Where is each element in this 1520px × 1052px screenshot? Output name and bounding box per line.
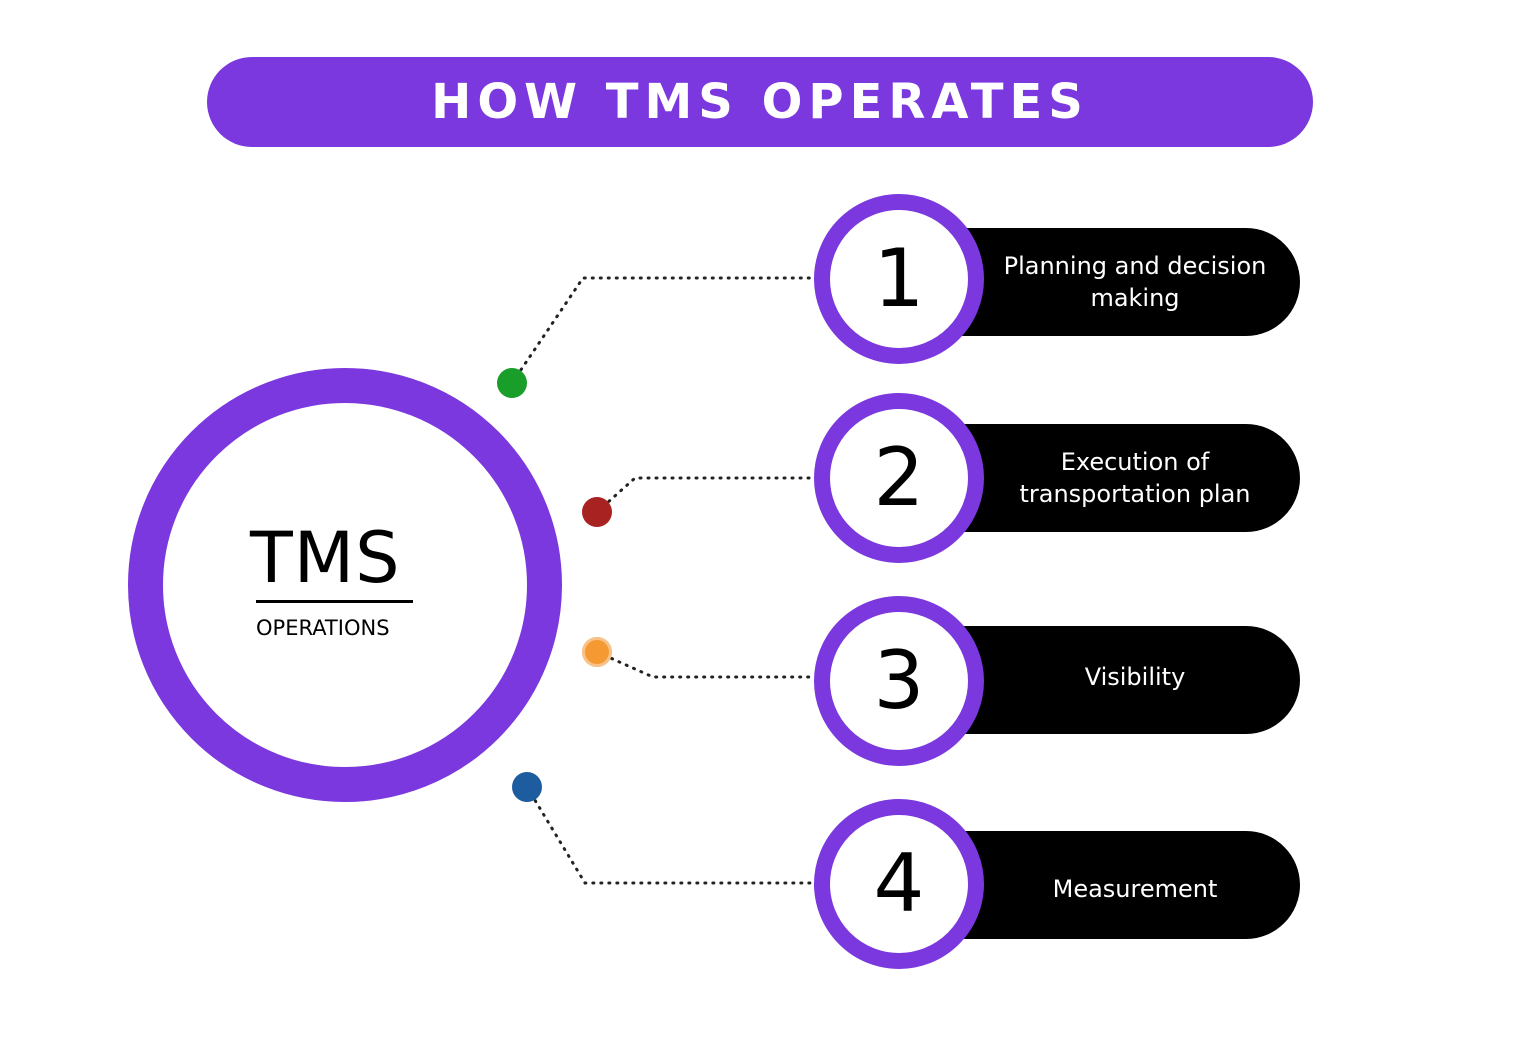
- hub-divider: [256, 600, 413, 603]
- step-text-1: Planning and decision making: [1003, 252, 1267, 312]
- dot-green: [497, 368, 527, 398]
- step-number-4: 4: [873, 837, 925, 930]
- step-text-3: Visibility: [1084, 663, 1186, 691]
- step-circle-3: 3: [814, 596, 984, 766]
- page-title: HOW TMS OPERATES: [431, 74, 1089, 130]
- dot-red: [582, 497, 612, 527]
- dot-blue: [512, 772, 542, 802]
- hub-title: TMS: [250, 517, 401, 599]
- step-text-2: Execution of transportation plan: [1019, 448, 1251, 508]
- dot-orange: [582, 637, 612, 667]
- step-label-4: Measurement: [970, 835, 1300, 943]
- step-number-3: 3: [873, 634, 925, 727]
- connector-4: [525, 785, 816, 885]
- step-text-4: Measurement: [1052, 875, 1218, 903]
- step-number-2: 2: [873, 431, 925, 524]
- step-circle-2: 2: [814, 393, 984, 563]
- step-circle-4: 4: [814, 799, 984, 969]
- title-banner: HOW TMS OPERATES: [207, 57, 1313, 147]
- hub-subtitle: OPERATIONS: [256, 616, 390, 640]
- connector-1: [510, 276, 816, 385]
- step-label-2: Execution of transportation plan: [970, 424, 1300, 532]
- step-number-1: 1: [873, 232, 925, 325]
- connector-2: [595, 476, 816, 514]
- connector-3: [595, 650, 816, 679]
- step-circle-1: 1: [814, 194, 984, 364]
- step-label-1: Planning and decision making: [970, 228, 1300, 336]
- step-label-3: Visibility: [970, 623, 1300, 731]
